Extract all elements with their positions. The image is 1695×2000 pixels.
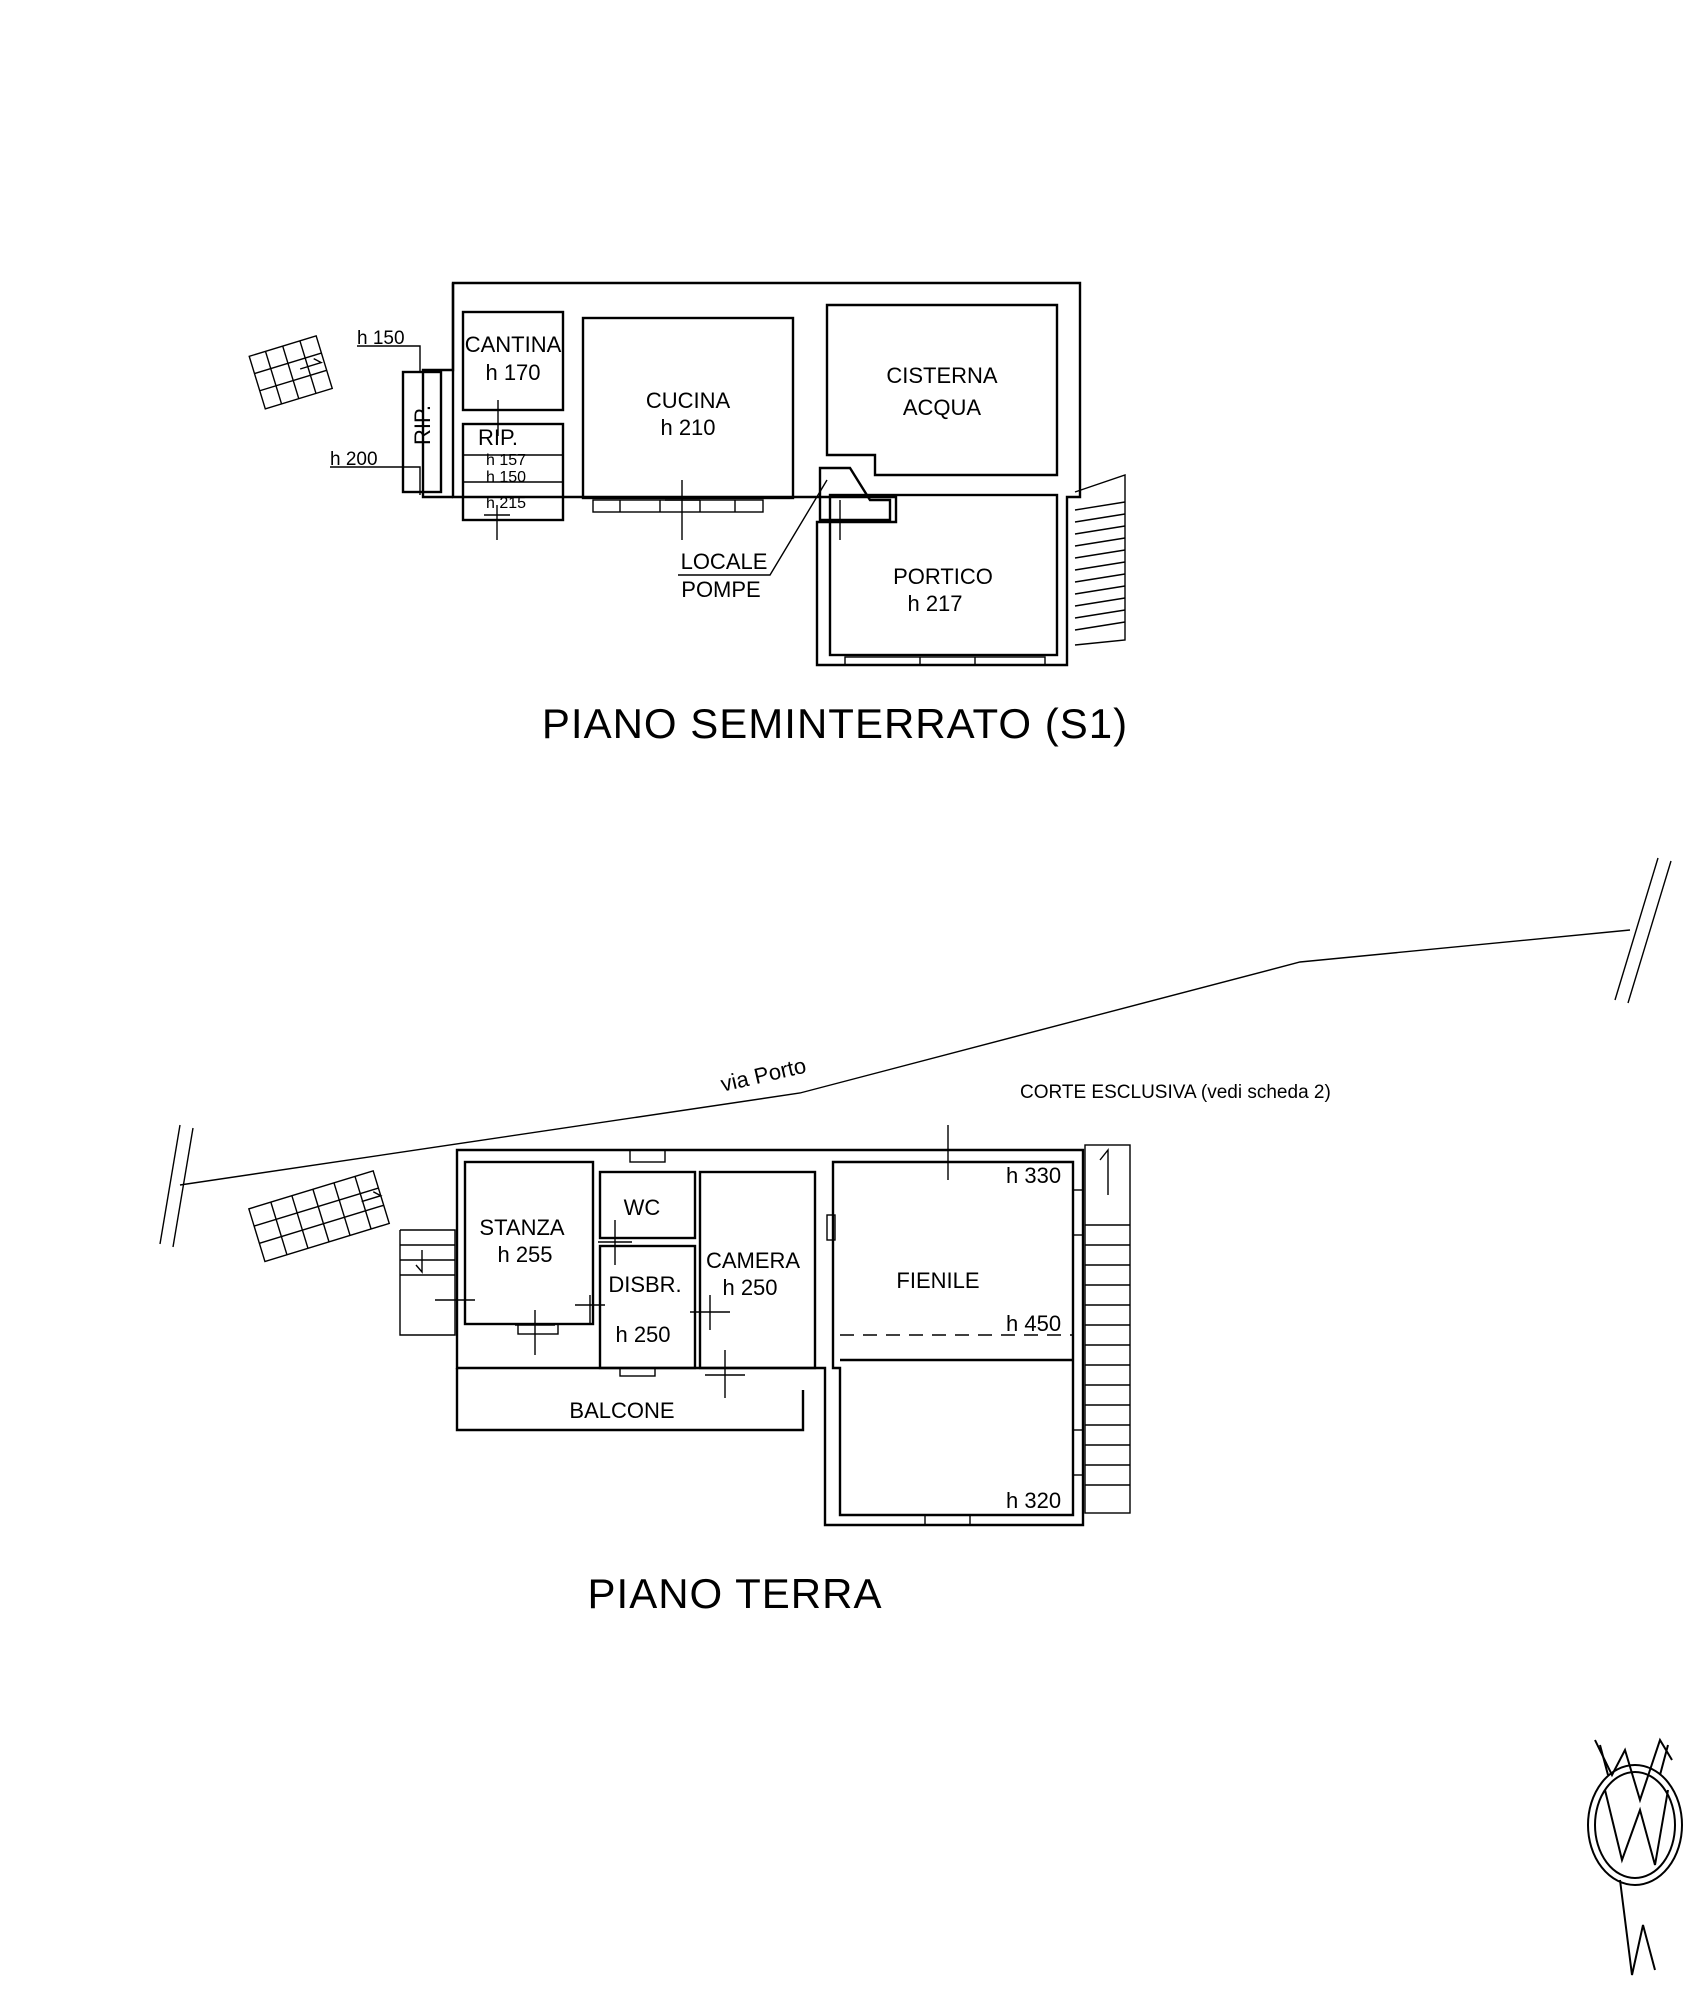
- label-disbr: DISBR.: [608, 1272, 681, 1297]
- label-rip: RIP.: [478, 425, 518, 450]
- ground-right-stair: [1084, 1144, 1131, 1514]
- ground-title: PIANO TERRA: [588, 1570, 883, 1617]
- label-stanza: STANZA: [479, 1215, 564, 1240]
- ground-left-stair: [399, 1229, 456, 1336]
- label-cucina-height: h 210: [660, 415, 715, 440]
- logo-mark: [1587, 1737, 1683, 1976]
- label-cucina: CUCINA: [646, 388, 731, 413]
- label-h150: h 150: [357, 328, 405, 349]
- label-street: via Porto: [718, 1053, 808, 1097]
- basement-rip-wall: [421, 283, 455, 499]
- label-portico-height: h 217: [907, 591, 962, 616]
- room-camera-wall: [698, 1170, 817, 1370]
- label-disbr-height: h 250: [615, 1322, 670, 1347]
- room-portico-wall: [828, 493, 1059, 657]
- label-camera-height: h 250: [722, 1275, 777, 1300]
- label-rip-height-2: h 150: [486, 469, 526, 486]
- room-rip-vertical-wall: [401, 370, 443, 494]
- room-wc-wall: [598, 1170, 697, 1240]
- room-rip-wall: [461, 422, 565, 522]
- label-rip-height-3: h 215: [486, 495, 526, 512]
- room-disbr-wall: [598, 1244, 697, 1370]
- basement-title: PIANO SEMINTERRATO (S1): [542, 700, 1128, 747]
- label-cisterna: CISTERNA: [886, 363, 998, 388]
- label-fienile: FIENILE: [896, 1268, 979, 1293]
- label-h320: h 320: [1006, 1488, 1061, 1513]
- label-portico: PORTICO: [893, 564, 993, 589]
- basement-door-marks: [422, 400, 858, 540]
- label-cantina: CANTINA: [465, 332, 562, 357]
- street-line: [159, 857, 1672, 1248]
- balcone-wall: [455, 1368, 805, 1432]
- label-acqua: ACQUA: [903, 395, 982, 420]
- label-cantina-height: h 170: [485, 360, 540, 385]
- label-rip-vertical: RIP.: [410, 405, 435, 445]
- room-fienile-wall: [831, 1160, 1075, 1517]
- room-cucina-wall: [581, 316, 795, 500]
- room-locale-pompe-wall: [818, 466, 892, 522]
- ground-left-tilted-stair: [247, 1169, 391, 1263]
- basement-left-stair: [248, 334, 334, 410]
- label-stanza-height: h 255: [497, 1242, 552, 1267]
- label-pompe: POMPE: [681, 577, 760, 602]
- label-wc: WC: [624, 1195, 661, 1220]
- label-locale: LOCALE: [681, 549, 768, 574]
- label-camera: CAMERA: [706, 1248, 800, 1273]
- label-h450: h 450: [1006, 1311, 1061, 1336]
- room-cisterna-wall: [825, 303, 1059, 477]
- label-corte: CORTE ESCLUSIVA (vedi scheda 2): [1020, 1082, 1331, 1103]
- ground-outer-wall: [455, 1148, 1085, 1527]
- label-h200: h 200: [330, 449, 378, 470]
- ground-plan: [247, 1125, 1131, 1527]
- ground-windows: [517, 1149, 1084, 1526]
- basement-right-stair: [1074, 474, 1126, 646]
- label-h330: h 330: [1006, 1163, 1061, 1188]
- label-balcone: BALCONE: [569, 1398, 674, 1423]
- label-rip-height-1: h 157: [486, 452, 526, 469]
- room-cantina-wall: [461, 310, 565, 412]
- basement-plan: [248, 281, 1126, 667]
